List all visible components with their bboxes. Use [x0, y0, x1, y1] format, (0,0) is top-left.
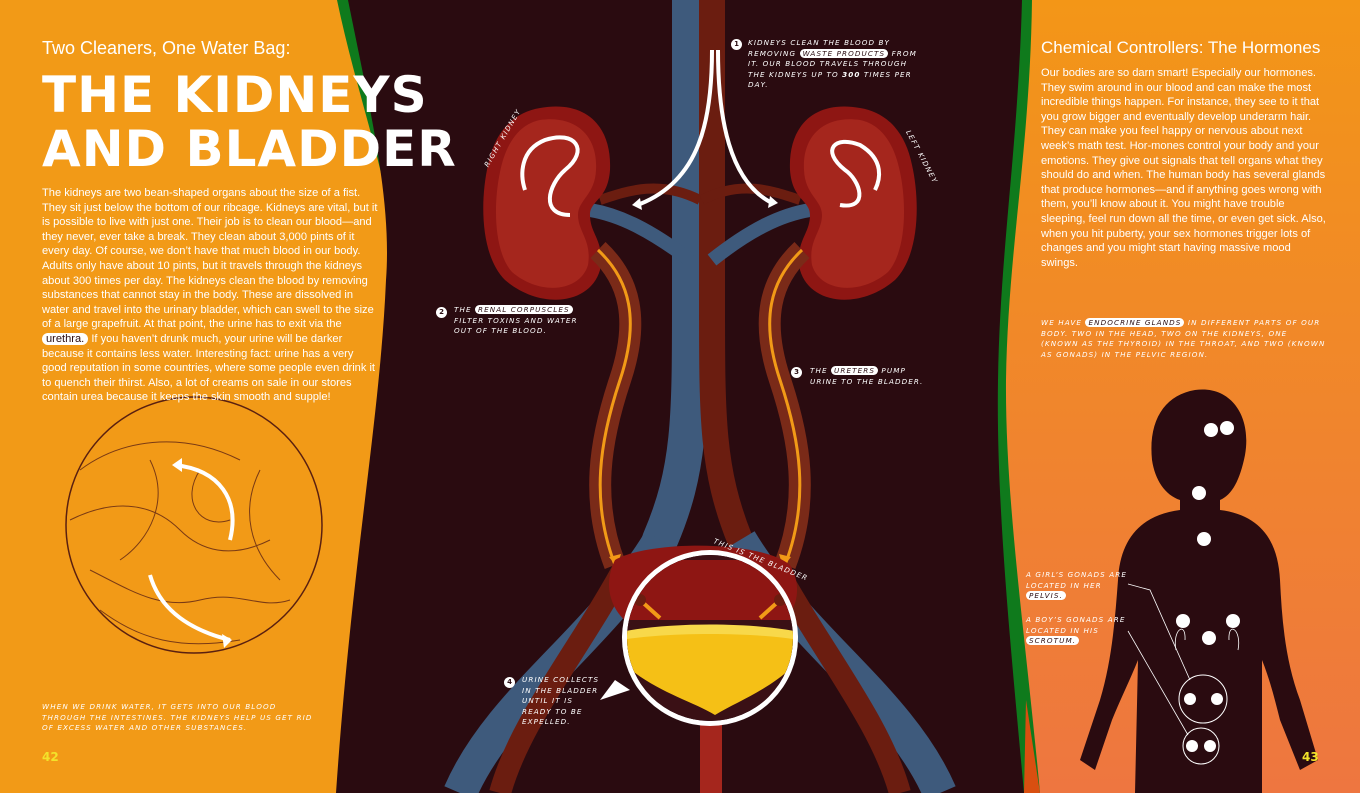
left-body-text: The kidneys are two bean-shaped organs a… — [42, 186, 380, 405]
step-2-text: filter toxins and water out of the blood… — [454, 315, 578, 336]
highlight-scrotum: scrotum. — [1026, 636, 1080, 645]
girl-gonads-caption: A girl’s gonads are located in her pelvi… — [1026, 570, 1136, 602]
step-2-caption: The renal corpuscles filter toxins and w… — [454, 305, 594, 337]
step-1-text: times per day. — [748, 69, 912, 90]
highlight-ureters: ureters — [831, 366, 879, 375]
highlight-pelvis: pelvis. — [1026, 591, 1066, 600]
step-1-number: 1 — [731, 39, 742, 50]
glands-caption: We have endocrine glands in different pa… — [1041, 318, 1327, 360]
highlight-waste-products: waste products — [799, 48, 889, 58]
glands-text: in different parts of our body. Two in t… — [1041, 318, 1326, 359]
step-2-text: The — [454, 305, 472, 314]
step-3-text: The — [810, 366, 828, 375]
step-4-caption: Urine collects in the bladder until it i… — [522, 675, 600, 726]
kicker-title: Two Cleaners, One Water Bag: — [42, 38, 291, 58]
right-body-text: Our bodies are so darn smart! Especially… — [1041, 67, 1326, 269]
page-number-right: 43 — [1302, 750, 1319, 764]
girl-gonads-text: A girl’s gonads are located in her — [1026, 570, 1127, 590]
step-3-caption: The ureters pump urine to the bladder. — [810, 366, 930, 387]
highlight-renal-corpuscles: renal corpuscles — [475, 305, 573, 314]
body-text-part: If you haven’t drunk much, your urine wi… — [42, 332, 376, 404]
highlight-urethra: urethra. — [42, 332, 89, 345]
hormones-heading: Chemical Controllers: The Hormones — [1041, 38, 1321, 57]
glands-text: We have — [1041, 318, 1083, 327]
body-text-part: The kidneys are two bean-shaped organs a… — [42, 187, 378, 331]
boy-gonads-text: A boy’s gonads are located in his — [1026, 615, 1126, 635]
page-number-left: 42 — [42, 750, 59, 764]
step-1-number-300: 300 — [842, 69, 861, 79]
step-1-caption: Kidneys clean the blood by removing wast… — [748, 38, 923, 91]
page-title: THE KIDNEYS AND BLADDER — [42, 66, 457, 178]
step-1-text: from it. Our blood travels through the k… — [748, 48, 917, 79]
step-1-text: Kidneys clean the blood by removing — [748, 38, 890, 58]
step-3-text: pump urine to the bladder. — [810, 366, 924, 386]
step-4-number: 4 — [504, 677, 515, 688]
step-3-number: 3 — [791, 367, 802, 378]
boy-gonads-caption: A boy’s gonads are located in his scrotu… — [1026, 615, 1136, 647]
highlight-endocrine-glands: endocrine glands — [1085, 318, 1185, 327]
step-2-number: 2 — [436, 307, 447, 318]
